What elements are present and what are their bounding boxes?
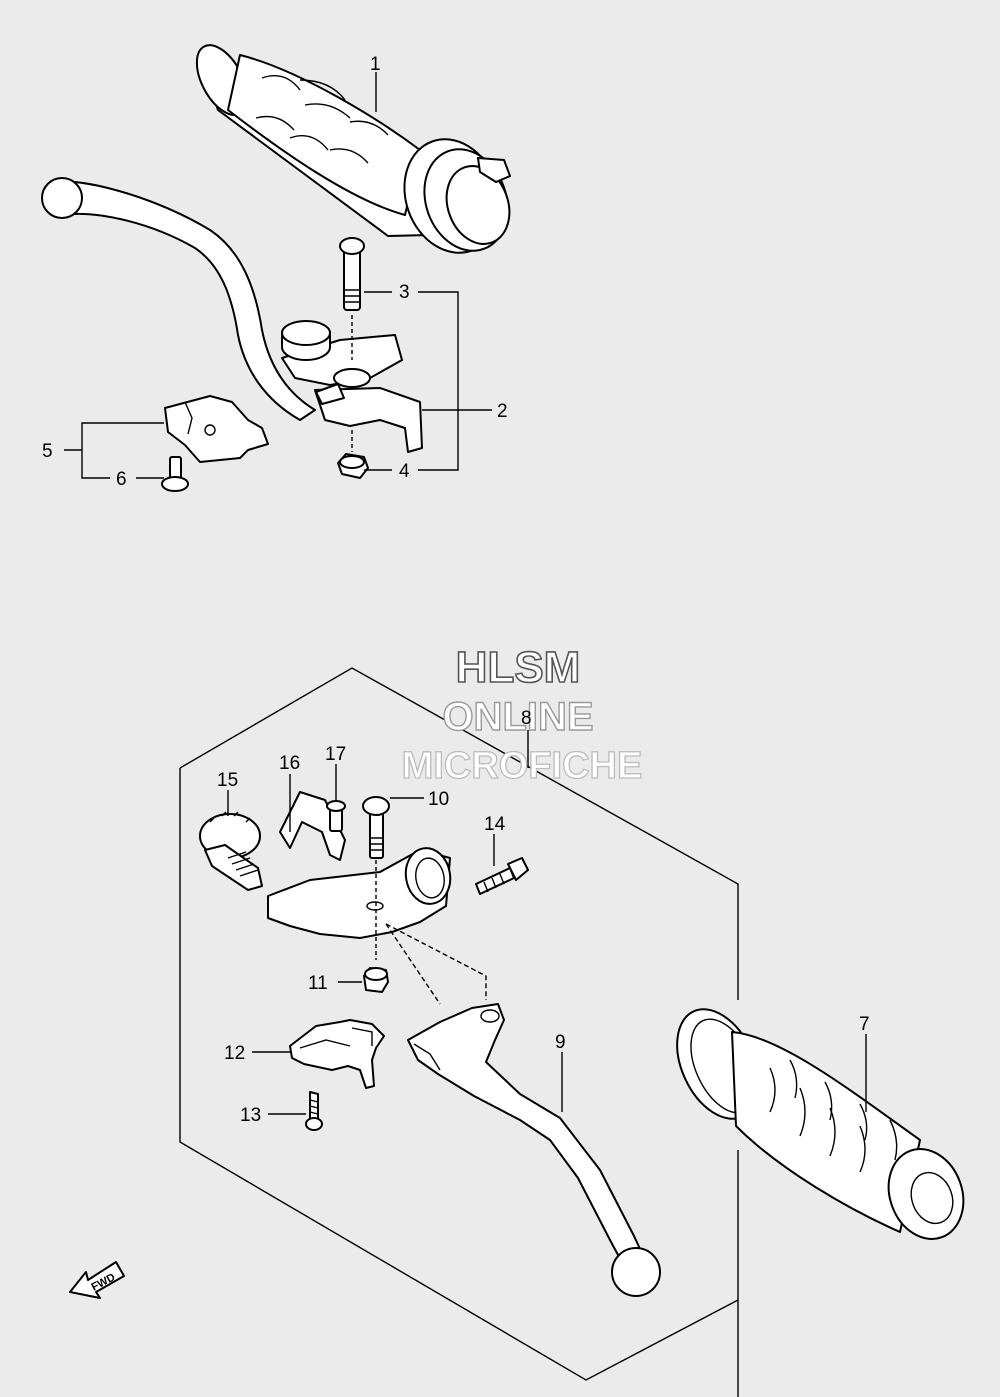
part-adjuster xyxy=(199,811,263,891)
assembly-boundary-frame xyxy=(179,667,739,1397)
part-clutch-lever xyxy=(407,1003,661,1297)
part-pivot-bolt xyxy=(339,237,365,360)
assembly-dashed-connections xyxy=(385,923,487,1005)
callout-numbers: 1 2 3 4 5 6 7 8 9 10 11 12 13 14 15 16 1… xyxy=(42,54,870,1126)
watermark-line-3: MICROFICHE xyxy=(402,745,643,787)
callout-7: 7 xyxy=(859,1014,870,1035)
callout-14: 14 xyxy=(484,814,506,835)
watermark: HLSM ONLINE MICROFICHE xyxy=(401,642,643,787)
part-lever-nut xyxy=(363,967,389,993)
part-lever-switch xyxy=(289,1019,385,1089)
callout-1: 1 xyxy=(370,54,381,75)
forward-direction-arrow: FWD xyxy=(69,1261,125,1299)
callout-16: 16 xyxy=(279,753,300,774)
callout-15: 15 xyxy=(217,770,238,791)
callout-12: 12 xyxy=(224,1043,245,1064)
callout-17: 17 xyxy=(325,744,346,765)
part-switch-mount-screw xyxy=(305,1091,323,1131)
part-holder-bolt xyxy=(475,857,529,895)
part-lever-bolt xyxy=(362,796,390,859)
callout-8: 8 xyxy=(521,708,532,729)
callout-10: 10 xyxy=(428,789,449,810)
callout-13: 13 xyxy=(240,1105,261,1126)
callout-5: 5 xyxy=(42,441,53,462)
part-clutch-switch xyxy=(164,395,269,463)
part-nut xyxy=(337,430,369,479)
part-throttle-grip xyxy=(195,44,511,254)
callout-4: 4 xyxy=(399,461,410,482)
part-switch-screw xyxy=(161,456,189,492)
watermark-line-2: ONLINE xyxy=(442,695,593,739)
callout-3: 3 xyxy=(399,282,410,303)
top-leader-lines xyxy=(64,72,492,479)
part-left-grip xyxy=(676,1008,965,1240)
callout-11: 11 xyxy=(308,973,328,994)
watermark-line-1: HLSM xyxy=(456,643,581,692)
bottom-leader-lines xyxy=(227,730,867,1115)
callout-9: 9 xyxy=(555,1032,566,1053)
forward-label: FWD xyxy=(90,1271,118,1293)
callout-2: 2 xyxy=(497,401,508,422)
callout-6: 6 xyxy=(116,469,127,490)
part-lever-holder xyxy=(41,177,423,453)
part-small-screw xyxy=(326,800,346,832)
part-clutch-lever-holder xyxy=(267,847,452,960)
